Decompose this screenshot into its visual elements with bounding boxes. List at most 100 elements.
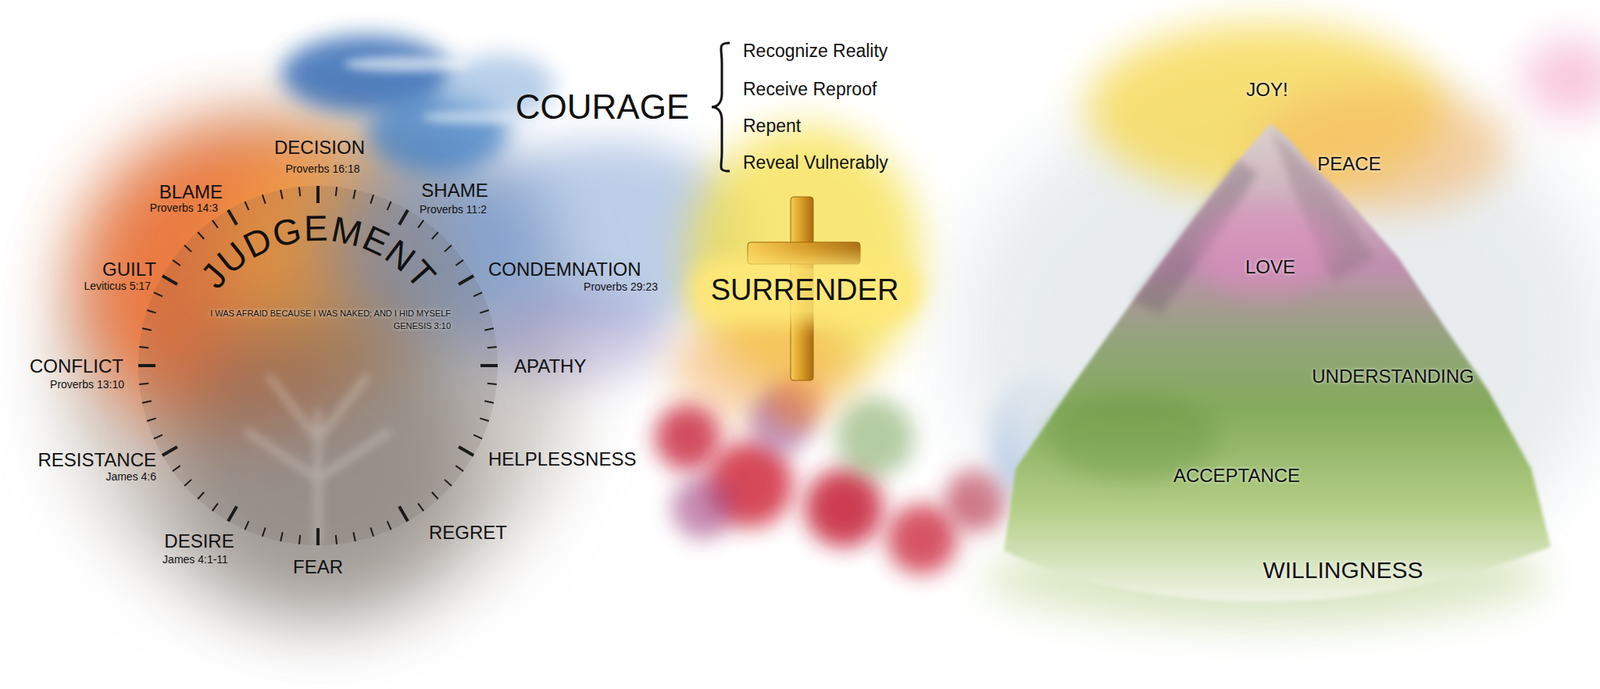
minute-tick [172, 465, 181, 472]
minute-tick [172, 260, 181, 266]
minute-tick [197, 232, 204, 240]
minute-tick [417, 220, 424, 229]
base-label: WILLINGNESS [1262, 557, 1423, 585]
minute-tick [280, 532, 283, 542]
minute-tick [262, 194, 266, 204]
hour-tick [458, 446, 474, 456]
emotion-label: CONDEMNATION [488, 258, 642, 281]
courage-step: Receive Reproof [742, 78, 877, 100]
minute-tick [146, 310, 156, 314]
cloud [484, 289, 672, 383]
minute-tick [487, 346, 497, 348]
mountain-figure [976, 62, 1571, 610]
hour-tick [480, 364, 498, 368]
verse-reference: James 4:6 [105, 470, 157, 483]
minute-tick [139, 346, 149, 348]
cross-glow [671, 125, 922, 422]
minute-tick [244, 521, 249, 530]
summit-label: JOY! [1246, 78, 1288, 101]
glow [1523, 39, 1600, 118]
minute-tick [153, 292, 163, 297]
minute-tick [299, 535, 300, 545]
hour-tick [399, 210, 408, 225]
mountain-label: LOVE [1245, 256, 1296, 279]
minute-tick [432, 232, 439, 240]
flower [671, 476, 735, 540]
minute-tick [479, 310, 489, 314]
minute-tick [299, 186, 300, 197]
emotion-label: HELPLESSNESS [488, 448, 636, 471]
flower [804, 468, 883, 547]
minute-tick [142, 328, 152, 330]
mountain-label: PEACE [1317, 153, 1381, 175]
emotion-label: FEAR [292, 556, 343, 579]
minute-tick [146, 417, 156, 422]
minute-tick [444, 245, 452, 252]
minute-tick [455, 260, 464, 266]
surrender-node: SURRENDER [698, 268, 912, 313]
judgement-clock: JUDGEMENTI WAS AFRAID BECAUSE I WAS NAKE… [130, 178, 506, 554]
minute-tick [153, 435, 163, 440]
mountain-body [1003, 123, 1551, 602]
hour-tick [138, 364, 156, 368]
verse-reference: Proverbs 13:10 [50, 378, 125, 391]
minute-tick [197, 492, 204, 500]
minute-tick [484, 328, 494, 330]
cross-beam [747, 242, 861, 265]
emotion-label: GUILT [102, 258, 157, 281]
tree-figure [247, 377, 389, 542]
courage-step: Recognize Reality [742, 40, 888, 61]
wave-crest [421, 110, 516, 124]
verse-reference: Proverbs 11:2 [419, 203, 487, 216]
minute-tick [387, 201, 392, 211]
verse-reference: Proverbs 29:23 [583, 280, 658, 293]
minute-tick [184, 245, 192, 252]
scripture-reference: GENESIS 3:10 [393, 321, 451, 332]
minute-tick [370, 194, 374, 204]
hour-tick [228, 506, 237, 522]
minute-tick [370, 527, 374, 536]
hour-tick [228, 210, 237, 225]
mountain-shape: JOY! PEACE LOVE UNDERSTANDING ACCEPTANCE WILL… [976, 62, 1571, 610]
hour-tick [162, 446, 178, 456]
minute-tick [417, 503, 424, 511]
mountain-label: ACCEPTANCE [1173, 464, 1300, 487]
flower [886, 503, 958, 575]
verse-reference: James 4:1-11 [162, 553, 229, 566]
hour-tick [162, 275, 178, 285]
minute-tick [473, 435, 483, 440]
minute-tick [432, 492, 439, 500]
minute-tick [139, 383, 149, 385]
brace [711, 42, 730, 172]
leaves [835, 398, 915, 477]
hour-tick [316, 528, 320, 546]
minute-tick [444, 479, 452, 486]
minute-tick [455, 465, 464, 472]
minute-tick [387, 521, 392, 530]
minute-tick [184, 479, 192, 486]
pink-glow [1195, 203, 1336, 297]
mountain-label: UNDERSTANDING [1311, 365, 1475, 388]
emotion-label: BLAME [159, 181, 223, 204]
minute-tick [353, 532, 355, 542]
minute-tick [487, 383, 497, 385]
minute-tick [212, 503, 218, 511]
flower [654, 404, 721, 471]
minute-tick [353, 189, 355, 200]
courage-step: Repent [742, 115, 801, 136]
verse-reference: Proverbs 14:3 [150, 201, 218, 215]
emotion-label: REGRET [428, 521, 508, 544]
emotion-label: DECISION [274, 136, 365, 159]
emotion-label: DESIRE [164, 530, 234, 553]
verse-reference: Leviticus 5:17 [83, 279, 151, 293]
clock-disk [138, 185, 498, 546]
minute-tick [212, 220, 218, 229]
hour-tick [316, 185, 320, 204]
minute-tick [262, 527, 266, 536]
minute-tick [244, 201, 249, 211]
minute-tick [335, 535, 337, 545]
flower [945, 468, 1008, 532]
verse-reference: Proverbs 16:18 [285, 162, 361, 175]
hour-tick [399, 506, 408, 522]
